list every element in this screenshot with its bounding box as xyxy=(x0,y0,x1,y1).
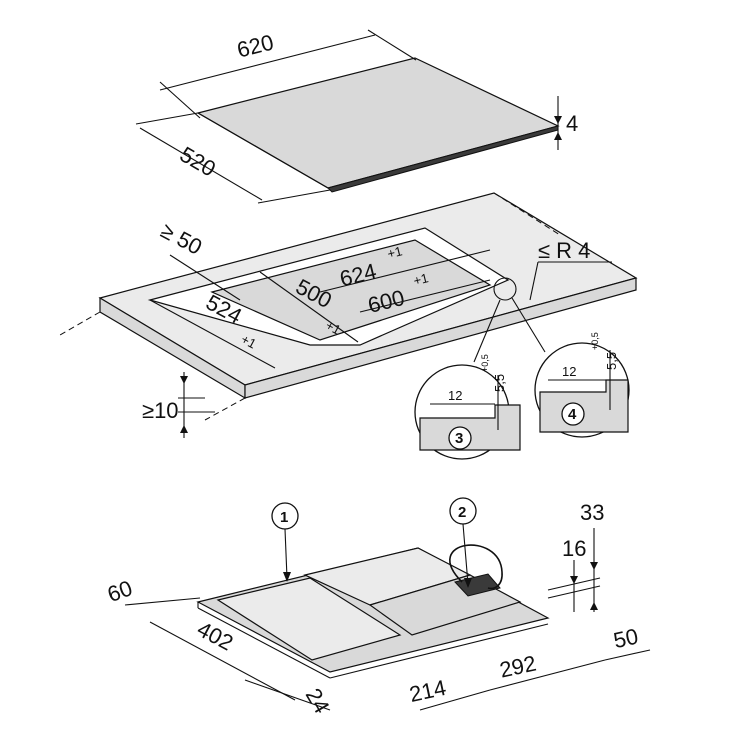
dim-624-tol: +1 xyxy=(386,243,404,261)
detail-4: 12 5,5 +0,5 4 xyxy=(534,332,630,438)
callout-2: 2 xyxy=(458,504,466,521)
worktop-cutout-view: ≥ 50 ≤ R 4 624 +1 600 +1 500 +1 524 +1 ≥… xyxy=(59,192,638,438)
dim-620: 620 xyxy=(234,29,276,62)
detail-4-tol: +0,5 xyxy=(590,332,600,350)
dim-50: 50 xyxy=(611,624,640,654)
dim-24: 24 xyxy=(301,684,335,718)
detail-3-depth: 5,5 xyxy=(492,374,507,392)
detail-3-profile xyxy=(419,404,521,451)
cutout-inner xyxy=(210,239,492,341)
detail-3-width: 12 xyxy=(448,388,462,403)
detail-4-width: 12 xyxy=(562,364,576,379)
bottom-unit-view: 1 2 60 402 24 214 292 50 16 3 xyxy=(104,497,651,718)
detail-3-tol: +0,5 xyxy=(480,354,490,372)
detail-4-label: 4 xyxy=(568,406,577,423)
cooktop-glass xyxy=(196,57,560,189)
dim-402: 402 xyxy=(193,616,237,655)
dim-line-520 xyxy=(139,127,263,201)
cooktop-top-view: 620 520 4 xyxy=(135,29,578,204)
power-cable xyxy=(449,544,503,590)
dim-292: 292 xyxy=(497,651,538,683)
detail-circle-marker xyxy=(493,277,517,301)
dim-min-10: ≥10 xyxy=(142,398,179,423)
dim-4: 4 xyxy=(566,111,578,136)
dim-520: 520 xyxy=(176,142,220,182)
unit-left-zone xyxy=(216,577,402,661)
dim-radius: ≤ R 4 xyxy=(538,238,590,263)
detail-3-label: 3 xyxy=(455,430,463,447)
dim-600-tol: +1 xyxy=(412,270,430,288)
dim-line-620 xyxy=(159,34,376,91)
dim-524-tol: +1 xyxy=(239,331,259,351)
detail-4-profile xyxy=(539,379,629,433)
detail-4-depth: 5,5 xyxy=(604,352,619,370)
dim-214: 214 xyxy=(407,675,448,707)
dim-500-tol: +1 xyxy=(323,318,343,338)
dim-min-50: ≥ 50 xyxy=(157,218,206,260)
dim-16: 16 xyxy=(562,536,586,561)
dim-60: 60 xyxy=(104,575,136,607)
callout-1: 1 xyxy=(280,509,288,526)
dim-33: 33 xyxy=(580,500,604,525)
detail-3: 12 5,5 +0,5 3 xyxy=(414,354,521,460)
worktop-side-edge xyxy=(244,277,637,399)
